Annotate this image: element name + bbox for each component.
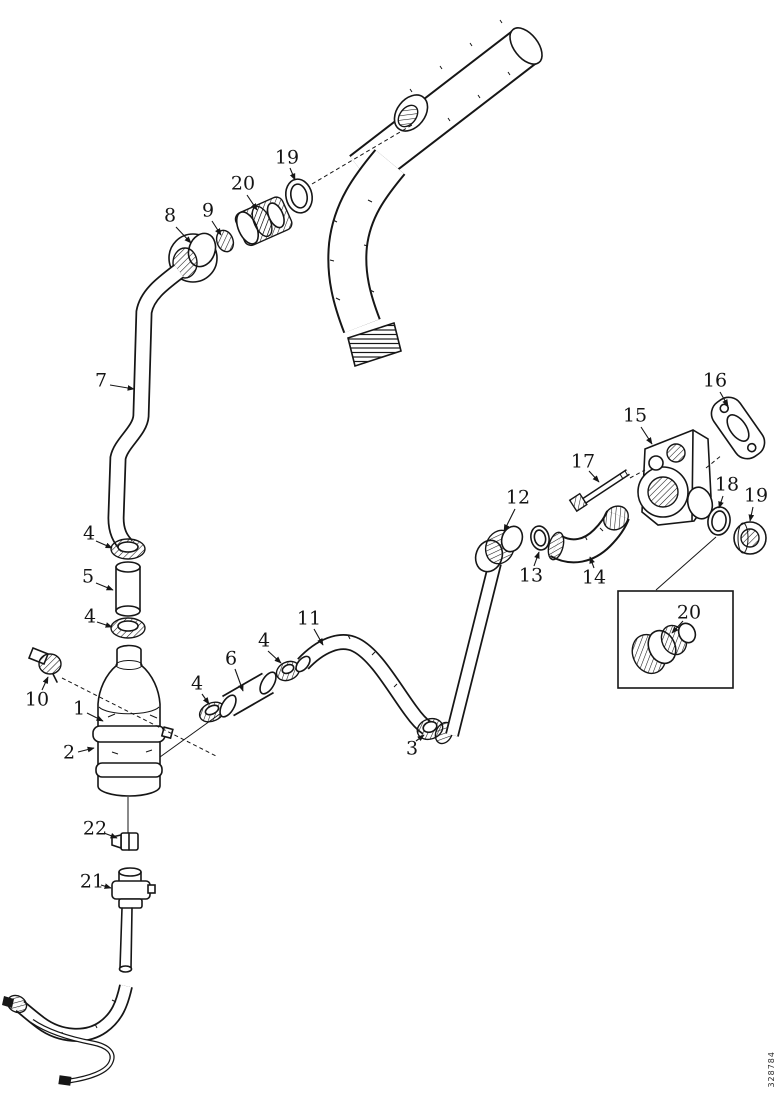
part-coupling-20-top xyxy=(234,196,293,247)
part-clamp-22 xyxy=(111,832,139,851)
detail-reference-line xyxy=(655,536,717,591)
part-clamp-4-left xyxy=(198,701,226,723)
part-clamp-4-right xyxy=(275,660,301,682)
leader-4-11 xyxy=(201,693,210,705)
leader-9-1 xyxy=(211,220,222,236)
part-cover-16 xyxy=(710,396,766,460)
leader-lines xyxy=(41,167,755,889)
leader-4-13 xyxy=(267,650,282,664)
leader-1-9 xyxy=(86,712,104,722)
part-pipe-boss xyxy=(393,94,429,132)
leader-4-5 xyxy=(95,540,113,549)
leader-13-17 xyxy=(533,551,540,567)
part-band-clamp-lower xyxy=(95,762,163,778)
part-drain-tube xyxy=(118,907,133,973)
leader-17-21 xyxy=(588,470,600,483)
part-elbow-hose-14 xyxy=(547,505,630,564)
harness-connector xyxy=(58,1075,72,1086)
part-hose-11 xyxy=(295,634,432,735)
leader-18-22 xyxy=(718,495,724,509)
leader-2-10 xyxy=(77,746,95,753)
leader-8-0 xyxy=(175,226,192,244)
part-intake-pipe xyxy=(349,19,543,189)
leader-15-19 xyxy=(640,426,653,445)
leader-22-25 xyxy=(103,832,118,839)
part-hose-6 xyxy=(219,671,277,718)
part-oring-19-top xyxy=(285,178,313,214)
leader-5-6 xyxy=(95,582,114,591)
part-hose-5 xyxy=(115,561,141,617)
part-connector-pipe xyxy=(434,561,502,745)
leader-20-2 xyxy=(246,194,258,211)
part-lower-hose xyxy=(2,984,133,1042)
bolt-axis-line xyxy=(629,469,646,479)
part-connector-12 xyxy=(474,525,524,573)
part-housing-15 xyxy=(637,429,714,526)
part-sleeve-21 xyxy=(111,867,156,909)
leader-12-16 xyxy=(503,508,516,532)
part-ring-13 xyxy=(530,525,550,551)
part-clamp-9 xyxy=(215,229,235,253)
part-intake-hose xyxy=(327,149,406,368)
part-bolt-17 xyxy=(568,469,630,513)
leader-7-4 xyxy=(109,384,135,391)
part-coupling-20-detail xyxy=(631,622,697,675)
part-reservoir-1 xyxy=(97,644,161,797)
leader-6-12 xyxy=(234,668,244,692)
leader-11-14 xyxy=(313,628,324,646)
part-cap-19 xyxy=(733,521,767,555)
leader-19-3 xyxy=(289,167,296,181)
part-band-clamp-2 xyxy=(92,725,174,743)
cover-axis-line xyxy=(705,454,723,469)
leader-3-15 xyxy=(415,734,425,742)
leader-16-20 xyxy=(719,391,729,407)
bellows-end xyxy=(347,321,402,368)
part-hose-7 xyxy=(107,264,185,553)
part-wire-harness xyxy=(30,1018,115,1086)
assembly-axis-line xyxy=(311,124,413,185)
leader-20-24 xyxy=(671,620,684,634)
leader-14-18 xyxy=(589,556,595,569)
part-clamp-4-upper xyxy=(110,538,146,560)
drawing-code: 328784 xyxy=(767,1051,776,1088)
part-plug-10 xyxy=(27,646,62,683)
leader-4-7 xyxy=(96,621,113,628)
leader-10-8 xyxy=(41,676,49,691)
leader-21-26 xyxy=(100,883,112,889)
leader-19-23 xyxy=(748,506,755,522)
part-clamp-4-lower xyxy=(110,617,146,639)
part-fitting-8 xyxy=(168,232,218,283)
install-axis-line xyxy=(61,677,219,758)
detail-box-20 xyxy=(617,590,734,689)
